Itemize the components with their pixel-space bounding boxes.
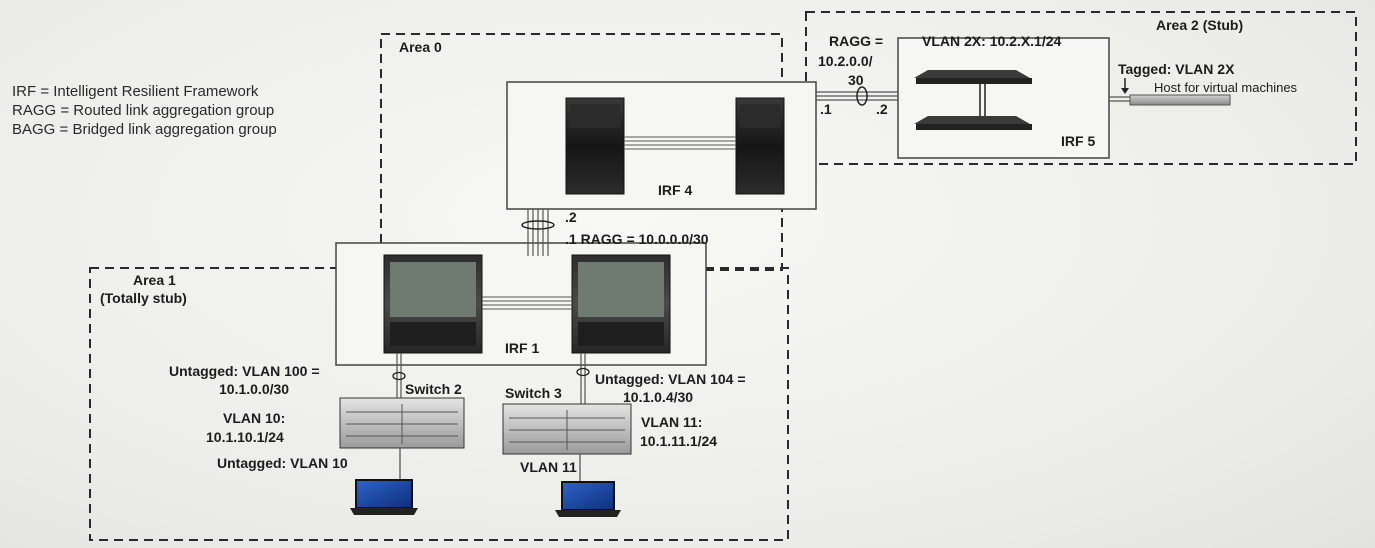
irf4-chassis-right (735, 97, 785, 195)
switch2-uplink-subnet: 10.1.0.0/30 (219, 381, 290, 397)
switch2-vlan-subnet: 10.1.10.1/24 (206, 429, 284, 445)
switch2-device (339, 397, 465, 449)
laptop-icon (350, 479, 418, 515)
ragg2-label-line3: 30 (848, 72, 864, 88)
irf1-stack-link (482, 296, 572, 310)
irf5-host-link (1109, 96, 1130, 102)
legend-bagg: BAGG = Bridged link aggregation group (12, 121, 277, 138)
irf4-irf1-upper-ip: .2 (565, 209, 577, 225)
irf1-switch3-links (580, 353, 586, 404)
irf5-switch-stack (914, 70, 1032, 130)
switch3-vlan-subnet: 10.1.11.1/24 (640, 433, 718, 449)
ragg2-label-line2: 10.2.0.0/ (818, 53, 873, 69)
irf4-irf1-ragg-links (527, 209, 549, 256)
irf1-switch2-links (396, 353, 402, 398)
switch2-access-label: Untagged: VLAN 10 (217, 455, 348, 471)
legend-irf: IRF = Intelligent Resilient Framework (12, 83, 259, 100)
ragg-bundle-icon (521, 220, 555, 230)
irf4-chassis-left (565, 97, 625, 195)
switch3-label: Switch 3 (505, 385, 562, 401)
ragg2-bundle-icon (856, 86, 868, 106)
switch3-uplink-vlan: Untagged: VLAN 104 = (595, 371, 746, 387)
host-server-icon (1129, 94, 1231, 106)
laptop-icon (555, 481, 621, 517)
ragg2-label-line1: RAGG = (829, 33, 884, 49)
irf1-chassis-left (383, 254, 483, 354)
switch3-uplink-subnet: 10.1.0.4/30 (623, 389, 694, 405)
switch2-uplink-vlan: Untagged: VLAN 100 = (169, 363, 320, 379)
host-label: Host for virtual machines (1154, 80, 1298, 95)
tagged-arrow-icon (1121, 78, 1129, 94)
ragg2-right-ip: .2 (876, 101, 888, 117)
switch3-uplink-bundle-icon (576, 367, 590, 377)
tagged-vlan-label: Tagged: VLAN 2X (1118, 61, 1235, 77)
switch3-access-label: VLAN 11 (520, 459, 577, 475)
irf4-label: IRF 4 (658, 182, 693, 198)
ragg2-left-ip: .1 (820, 101, 832, 117)
switch2-uplink-bundle-icon (392, 371, 406, 381)
switch3-vlan-name: VLAN 11: (641, 414, 703, 430)
area1-label: Area 1 (133, 272, 176, 288)
switch2-label: Switch 2 (405, 381, 462, 397)
irf4-irf1-ragg-label: .1 RAGG = 10.0.0.0/30 (565, 231, 709, 247)
irf5-box (897, 37, 1110, 159)
area0-label: Area 0 (399, 39, 442, 55)
irf1-label: IRF 1 (505, 340, 540, 356)
switch2-vlan-name: VLAN 10: (223, 410, 286, 426)
legend-ragg: RAGG = Routed link aggregation group (12, 102, 275, 119)
irf4-stack-link (624, 136, 736, 150)
switch3-device (502, 403, 632, 455)
irf1-chassis-right (571, 254, 671, 354)
area1-type-label: (Totally stub) (100, 290, 187, 306)
area2-label: Area 2 (Stub) (1156, 17, 1244, 33)
irf5-label: IRF 5 (1061, 133, 1096, 149)
vlan2x-label: VLAN 2X: 10.2.X.1/24 (922, 33, 1062, 49)
